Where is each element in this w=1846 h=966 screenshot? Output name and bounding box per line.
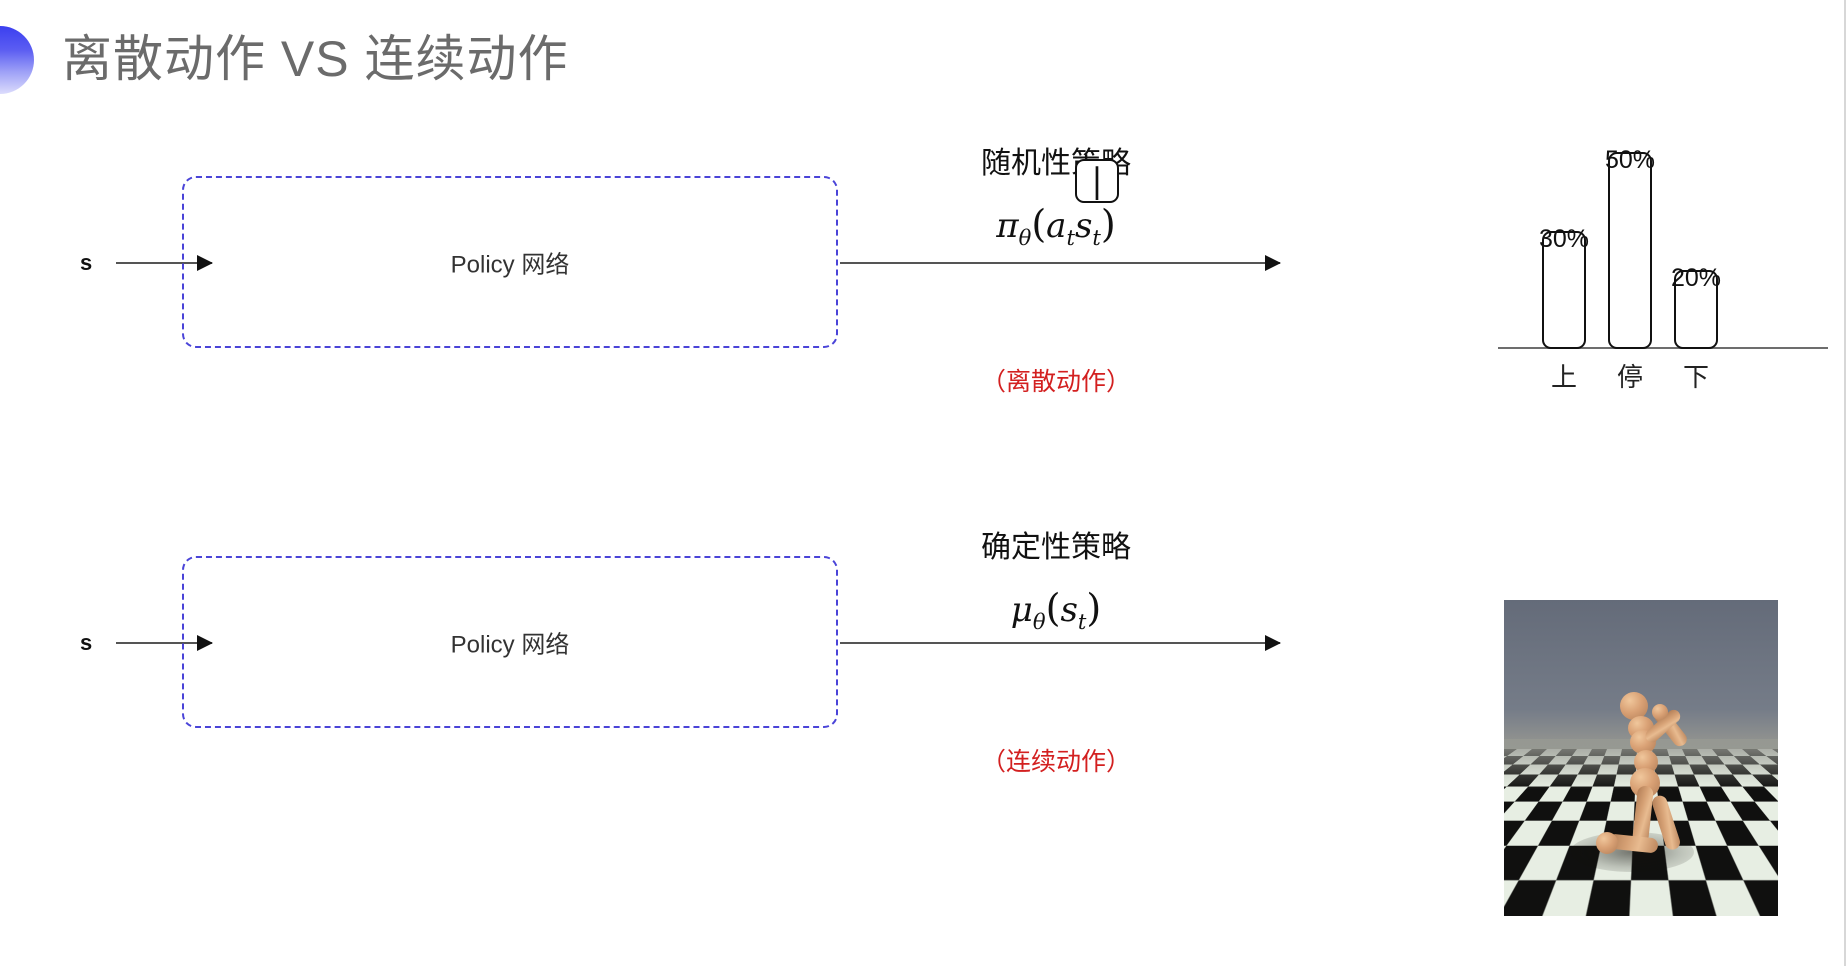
formula-open-paren-row2: ( bbox=[1045, 586, 1061, 630]
bar-category-label-1: 停 bbox=[1616, 362, 1643, 392]
action-type-note-row2: （连续动作） bbox=[980, 748, 1131, 776]
policy-network-label-row2: Policy 网络 bbox=[450, 631, 570, 659]
state-to-policy-arrow-row1 bbox=[116, 262, 212, 264]
formula-arg2-row1: s bbox=[1074, 206, 1093, 246]
bar-category-label-2: 下 bbox=[1682, 362, 1709, 392]
chart-baseline-axis bbox=[1498, 347, 1828, 349]
formula-arg1-sub-row2: t bbox=[1077, 608, 1087, 634]
formula-arg1-row2: s bbox=[1060, 590, 1078, 630]
policy-to-output-arrow-row2 bbox=[840, 642, 1280, 644]
title-bullet-icon bbox=[0, 26, 34, 94]
policy-to-output-arrow-row1 bbox=[840, 262, 1280, 264]
page-title: 离散动作 VS 连续动作 bbox=[62, 31, 569, 87]
bar-value-label-1: 50% bbox=[1604, 146, 1656, 174]
policy-formula-row2: μθ(st) bbox=[966, 586, 1146, 634]
formula-arg1-row1: a bbox=[1046, 206, 1067, 246]
policy-formula-row1: πθ(at |st) bbox=[966, 158, 1146, 250]
bar-category-label-0: 上 bbox=[1550, 362, 1577, 392]
table-row bbox=[1674, 270, 1718, 349]
formula-arg1-sub-row1: t bbox=[1066, 224, 1075, 250]
state-label-row1: s bbox=[80, 250, 93, 275]
table-row bbox=[1542, 231, 1586, 349]
humanoid-head bbox=[1620, 692, 1648, 720]
policy-network-label-row1: Policy 网络 bbox=[450, 251, 570, 279]
policy-type-caption-row2: 确定性策略 bbox=[981, 531, 1131, 564]
humanoid-simulation-image bbox=[1504, 600, 1778, 916]
policy-type-caption-row1: 随机性策略 bbox=[981, 147, 1131, 180]
formula-head-row2: μ bbox=[1010, 590, 1033, 630]
bar-value-label-0: 30% bbox=[1538, 225, 1590, 253]
policy-network-box-row1[interactable]: Policy 网络 bbox=[182, 176, 838, 348]
table-row bbox=[1608, 152, 1652, 349]
formula-close-paren-row2: ) bbox=[1086, 586, 1102, 630]
formula-head-sub-row1: θ bbox=[1018, 224, 1032, 250]
discrete-action-bar-chart: 30% 上 50% 停 20% 下 bbox=[1498, 96, 1828, 396]
formula-open-paren-row1: ( bbox=[1031, 202, 1047, 246]
formula-head-row1: π bbox=[996, 206, 1019, 246]
formula-bar-row1: | bbox=[1074, 158, 1119, 203]
formula-close-paren-row1: ) bbox=[1100, 202, 1116, 246]
state-label-row2: s bbox=[80, 630, 93, 655]
humanoid-fist bbox=[1652, 704, 1668, 720]
right-edge-divider bbox=[1844, 0, 1846, 966]
state-to-policy-arrow-row2 bbox=[116, 642, 212, 644]
formula-head-sub-row2: θ bbox=[1032, 608, 1046, 634]
action-type-note-row1: （离散动作） bbox=[980, 368, 1131, 396]
bar-value-label-2: 20% bbox=[1670, 264, 1722, 292]
policy-network-box-row2[interactable]: Policy 网络 bbox=[182, 556, 838, 728]
humanoid-foot bbox=[1596, 832, 1618, 854]
formula-arg2-sub-row1: t bbox=[1092, 224, 1101, 250]
